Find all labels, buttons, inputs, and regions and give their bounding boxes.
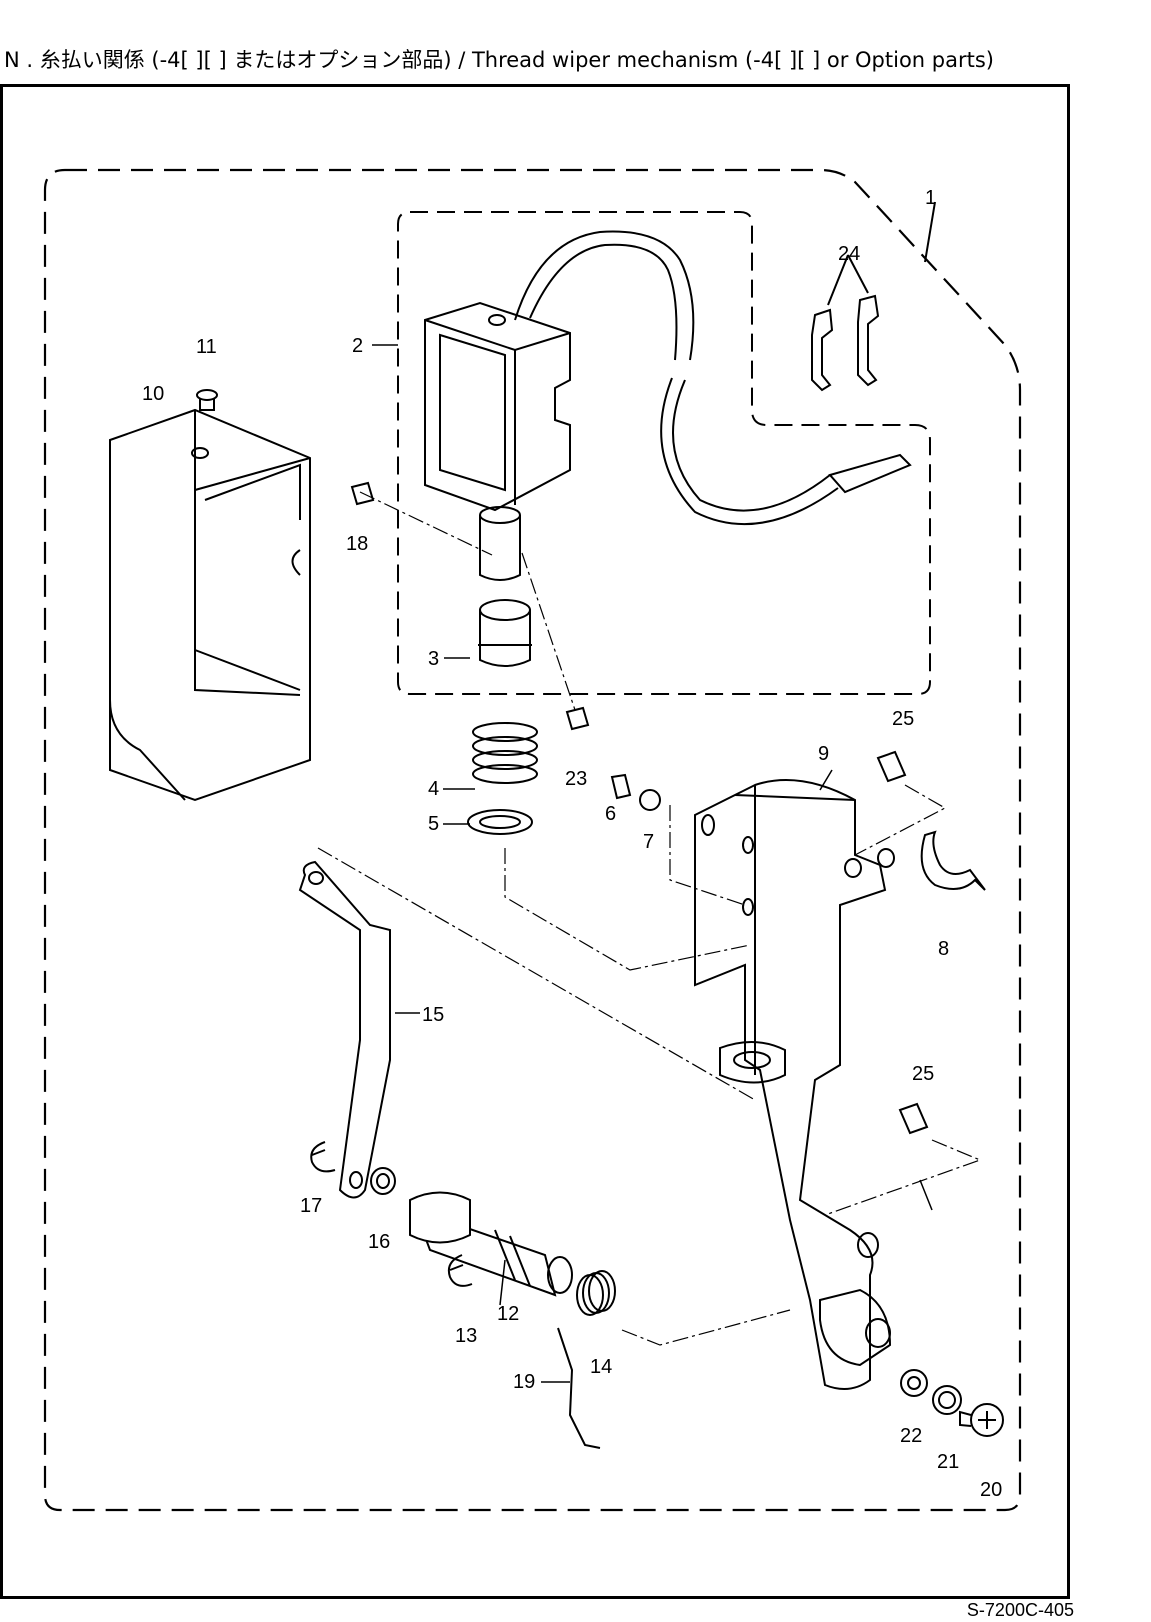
label-part-25-upper: 25	[892, 708, 914, 730]
part-8-clamp	[920, 830, 986, 891]
part-24-terminals	[811, 254, 880, 392]
label-part-22: 22	[900, 1425, 922, 1447]
part-25a-screw	[876, 750, 907, 783]
part-20-screw	[959, 1403, 1004, 1437]
label-part-14: 14	[590, 1356, 612, 1378]
label-part-10: 10	[142, 383, 164, 405]
part-16-washer	[370, 1167, 396, 1195]
label-part-11: 11	[196, 336, 217, 358]
part-4-spring	[472, 722, 538, 784]
part-3-collar	[478, 599, 532, 667]
label-part-9: 9	[818, 743, 829, 765]
label-part-4: 4	[428, 778, 439, 800]
part-23-screw	[565, 706, 590, 731]
label-part-13: 13	[455, 1325, 477, 1347]
label-part-5: 5	[428, 813, 439, 835]
part-17-ering	[310, 1141, 336, 1173]
assembly-boundary	[43, 168, 1022, 1512]
label-part-19: 19	[513, 1371, 535, 1393]
diagram-frame	[0, 84, 1070, 1599]
part-25b-screw	[898, 1102, 929, 1135]
solenoid-group-boundary	[397, 211, 931, 695]
label-part-17: 17	[300, 1195, 322, 1217]
label-part-16: 16	[368, 1231, 390, 1253]
part-21-collar	[932, 1385, 962, 1415]
part-10-cover	[109, 408, 311, 802]
label-part-1: 1	[925, 187, 936, 209]
page-title: N . 糸払い関係 (-4[ ][ ] またはオプション部品) / Thread…	[4, 48, 994, 72]
label-part-24: 24	[838, 243, 860, 265]
part-15-lever	[298, 860, 391, 1199]
part-13-ering	[447, 1254, 473, 1287]
part-12-shaft	[409, 1191, 573, 1297]
label-part-8: 8	[938, 938, 949, 960]
part-18-screw	[350, 481, 375, 506]
part-5-washer	[467, 809, 533, 835]
label-part-7: 7	[643, 831, 654, 853]
part-14-spring	[576, 1270, 616, 1316]
part-2-solenoid	[424, 230, 912, 581]
label-part-21: 21	[937, 1451, 959, 1473]
label-part-18: 18	[346, 533, 368, 555]
label-part-3: 3	[428, 648, 439, 670]
part-19-wire	[557, 1327, 601, 1449]
part-22-washer	[900, 1369, 928, 1397]
label-part-23: 23	[565, 768, 587, 790]
label-part-25-lower: 25	[912, 1063, 934, 1085]
label-part-2: 2	[352, 335, 363, 357]
label-part-20: 20	[980, 1479, 1002, 1501]
part-11-screw	[196, 389, 218, 411]
label-part-6: 6	[605, 803, 616, 825]
part-6-screw	[610, 773, 632, 800]
label-part-12: 12	[497, 1303, 519, 1325]
part-7-washer	[639, 789, 661, 811]
label-part-15: 15	[422, 1004, 444, 1026]
part-9-bracket	[694, 779, 895, 1390]
page-code: S-7200C-405	[966, 1600, 1074, 1620]
